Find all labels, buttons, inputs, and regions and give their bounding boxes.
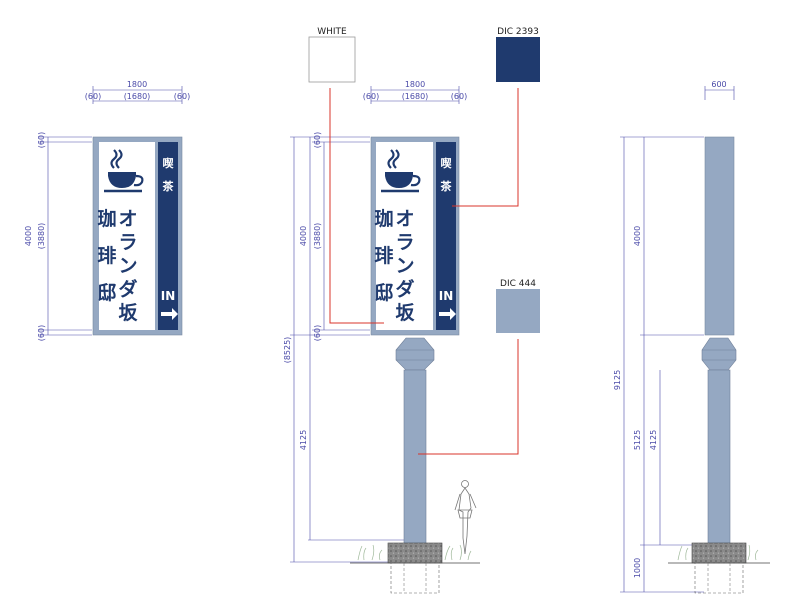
right-total-height: 9125: [613, 370, 622, 390]
swatch-navy-label: DIC 2393: [497, 27, 539, 37]
swatch-white-label: WHITE: [317, 27, 347, 37]
left-arrow-right-icon: [161, 308, 178, 320]
right-pole-height: 5125: [633, 430, 642, 450]
center-side-char-1: 茶: [440, 179, 453, 193]
center-edge-bottom: (60): [313, 325, 322, 341]
left-sign-panel-view: 1800 (60) (1680) (60) 4000 (3880) (60) (…: [24, 80, 190, 341]
left-height-inner: (3880): [37, 223, 46, 250]
left-height-edge-bottom: (60): [37, 325, 46, 341]
center-arrow-right-icon: [439, 308, 456, 320]
left-line1-char-1: ラ: [118, 232, 137, 254]
left-height-total: 4000: [24, 226, 33, 246]
left-coffee-cup-icon: [104, 149, 144, 193]
leader-navy: [452, 88, 519, 207]
center-width-inner: (1680): [402, 92, 429, 101]
center-grass: [357, 544, 472, 561]
color-callouts: WHITE DIC 2393 DIC 444: [308, 27, 540, 455]
left-line1-char-3: ダ: [118, 278, 137, 301]
left-line1-char-2: ン: [118, 255, 137, 277]
center-line1-char-0: オ: [395, 208, 414, 230]
leader-grey-blue: [418, 339, 519, 455]
left-side-char-0: 喫: [163, 156, 175, 170]
center-line1-char-2: ン: [395, 255, 414, 277]
left-line2-char-1: 琲: [97, 245, 116, 267]
right-side-elevation: 600 9125 4000 5125 4125 1000: [613, 80, 770, 594]
center-width-total: 1800: [405, 80, 425, 89]
right-grass: [677, 544, 759, 561]
left-width-edge-left: (60): [85, 92, 101, 101]
left-line1-char-4: 坂: [118, 302, 138, 324]
center-line2-char-1: 琲: [374, 245, 393, 267]
left-side-char-1: 茶: [162, 179, 175, 193]
swatch-navy: [496, 37, 540, 82]
center-coffee-cup-icon: [381, 149, 421, 193]
swatch-white: [308, 36, 356, 83]
center-edge-top: (60): [313, 132, 322, 148]
center-in-label: IN: [439, 289, 454, 303]
center-line1-char-1: ラ: [395, 232, 414, 254]
left-line2-char-0: 珈: [97, 208, 116, 230]
left-width-total: 1800: [127, 80, 147, 89]
center-overall-height: (8525): [283, 337, 292, 364]
left-width-edge-right: (60): [174, 92, 190, 101]
left-in-label: IN: [161, 289, 176, 303]
swatch-grey-blue: [496, 289, 540, 333]
center-line1-char-3: ダ: [395, 278, 414, 301]
right-pole-upper: 4125: [649, 430, 658, 450]
right-box-height: 4000: [633, 226, 642, 246]
center-pole-height: 4125: [299, 430, 308, 450]
right-width: 600: [711, 80, 726, 89]
center-side-char-0: 喫: [441, 156, 453, 170]
center-line2-char-2: 邸: [374, 282, 393, 304]
left-height-edge-top: (60): [37, 132, 46, 148]
center-sign-height: 4000: [299, 226, 308, 246]
center-line2-char-0: 珈: [374, 208, 393, 230]
center-width-edge-left: (60): [363, 92, 379, 101]
left-width-inner: (1680): [124, 92, 151, 101]
center-front-elevation: 1800 (60) (1680) (60) (8525) 4000 (3880)…: [283, 80, 480, 594]
right-base-height: 1000: [633, 558, 642, 578]
center-width-edge-right: (60): [451, 92, 467, 101]
left-line1-char-0: オ: [118, 208, 137, 230]
swatch-grey-blue-label: DIC 444: [500, 279, 536, 289]
center-line1-char-4: 坂: [395, 302, 415, 324]
leader-white: [329, 88, 384, 324]
human-scale-figure: [454, 480, 477, 555]
center-sign-inner-height: (3880): [313, 223, 322, 250]
left-line2-char-2: 邸: [97, 282, 116, 304]
